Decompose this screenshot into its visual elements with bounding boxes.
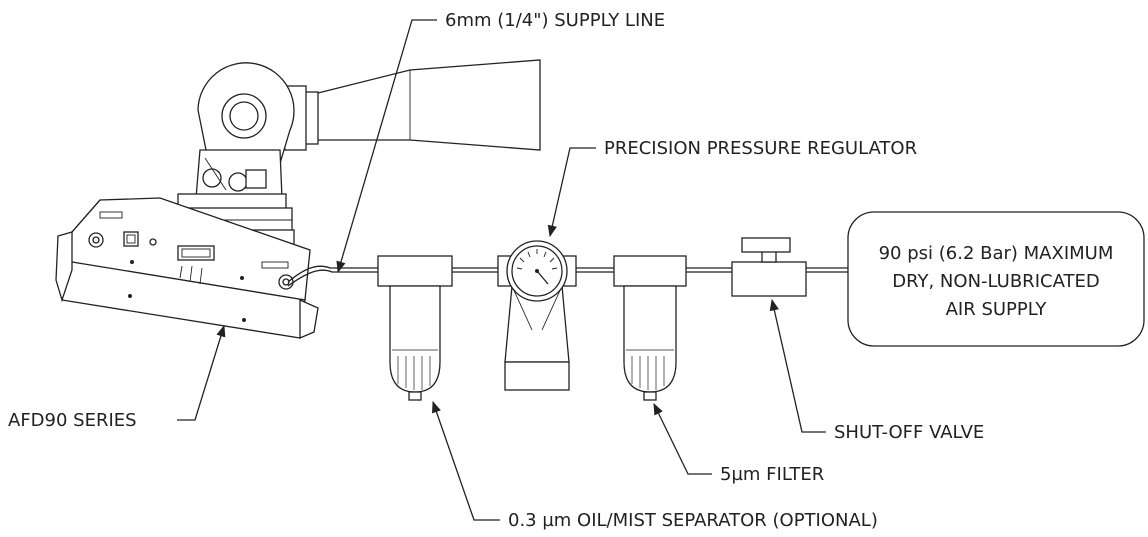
air-supply-box: 90 psi (6.2 Bar) MAXIMUM DRY, NON-LUBRIC… — [847, 211, 1145, 347]
filter-label: 5µm FILTER — [720, 464, 824, 485]
supply-line-label: 6mm (1/4") SUPPLY LINE — [445, 10, 665, 31]
callout-shutoff-valve: SHUT-OFF VALVE — [769, 298, 984, 443]
afd90-label: AFD90 SERIES — [8, 410, 137, 431]
afd90-device — [55, 59, 541, 339]
robot-arm — [275, 59, 541, 151]
pressure-regulator — [497, 240, 577, 391]
rotary-joint — [195, 62, 295, 199]
air-supply-line2: DRY, NON-LUBRICATED — [892, 271, 1099, 292]
callout-afd90: AFD90 SERIES — [8, 324, 226, 431]
shutoff-valve-label: SHUT-OFF VALVE — [834, 422, 984, 443]
callout-supply-line: 6mm (1/4") SUPPLY LINE — [336, 10, 665, 274]
callout-separator: 0.3 µm OIL/MIST SEPARATOR (OPTIONAL) — [432, 400, 878, 531]
air-supply-tubing — [287, 265, 848, 287]
shutoff-valve — [731, 237, 807, 297]
afd90-housing — [55, 197, 319, 339]
air-supply-line3: AIR SUPPLY — [946, 299, 1048, 320]
five-micron-filter — [613, 255, 687, 401]
air-supply-line1: 90 psi (6.2 Bar) MAXIMUM — [879, 243, 1114, 264]
regulator-label: PRECISION PRESSURE REGULATOR — [604, 138, 917, 159]
separator-label: 0.3 µm OIL/MIST SEPARATOR (OPTIONAL) — [508, 510, 878, 531]
oil-mist-separator — [377, 255, 453, 401]
callout-regulator: PRECISION PRESSURE REGULATOR — [547, 138, 917, 238]
callout-filter: 5µm FILTER — [653, 402, 824, 485]
